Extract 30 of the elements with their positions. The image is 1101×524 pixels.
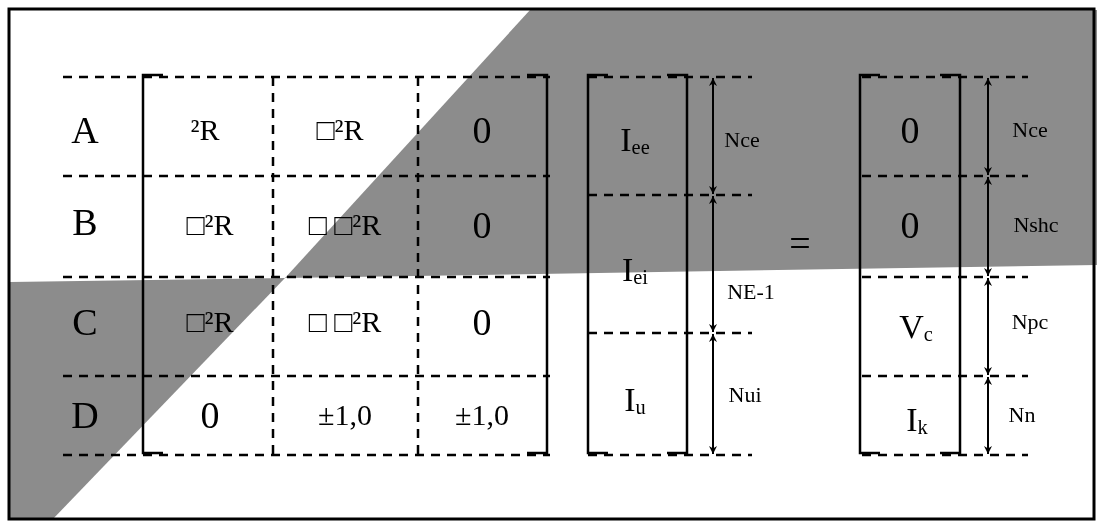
dimension-label: Nce bbox=[724, 129, 760, 151]
vector-entry: 0 bbox=[900, 206, 920, 244]
row-label: C bbox=[72, 303, 98, 341]
dimension-label: Nshc bbox=[1013, 214, 1059, 236]
matrix-entry: □ □²R bbox=[308, 307, 382, 337]
matrix-entry: ²R bbox=[190, 115, 220, 145]
vector-entry: I$_{k}$ bbox=[906, 402, 928, 438]
matrix-entry: ±1,0 bbox=[455, 400, 509, 430]
row-label: B bbox=[72, 203, 98, 241]
matrix-entry: □²R bbox=[186, 210, 234, 240]
vector-entry: 0 bbox=[900, 111, 920, 149]
row-label: A bbox=[71, 111, 99, 149]
matrix-entry: □²R bbox=[316, 115, 364, 145]
matrix-entry: 0 bbox=[472, 206, 492, 244]
matrix-entry: □ □²R bbox=[308, 210, 382, 240]
vector-entry: I$_{ee}$ bbox=[620, 122, 650, 158]
dimension-label: Nce bbox=[1012, 119, 1048, 141]
matrix-entry: 0 bbox=[472, 303, 492, 341]
matrix-entry: ±1,0 bbox=[318, 400, 372, 430]
dimension-label: Nui bbox=[728, 384, 762, 406]
matrix-entry: □²R bbox=[186, 307, 234, 337]
dimension-label: Npc bbox=[1011, 311, 1049, 333]
vector-entry: I$_{u}$ bbox=[624, 382, 646, 418]
dimension-label: NE-1 bbox=[727, 281, 775, 303]
vector-entry: V$_{c}$ bbox=[899, 309, 933, 345]
dimension-label: Nn bbox=[1008, 404, 1036, 426]
row-label: D bbox=[71, 396, 99, 434]
matrix-entry: 0 bbox=[200, 396, 220, 434]
matrix-entry: 0 bbox=[472, 111, 492, 149]
equals-sign: = bbox=[789, 224, 811, 262]
